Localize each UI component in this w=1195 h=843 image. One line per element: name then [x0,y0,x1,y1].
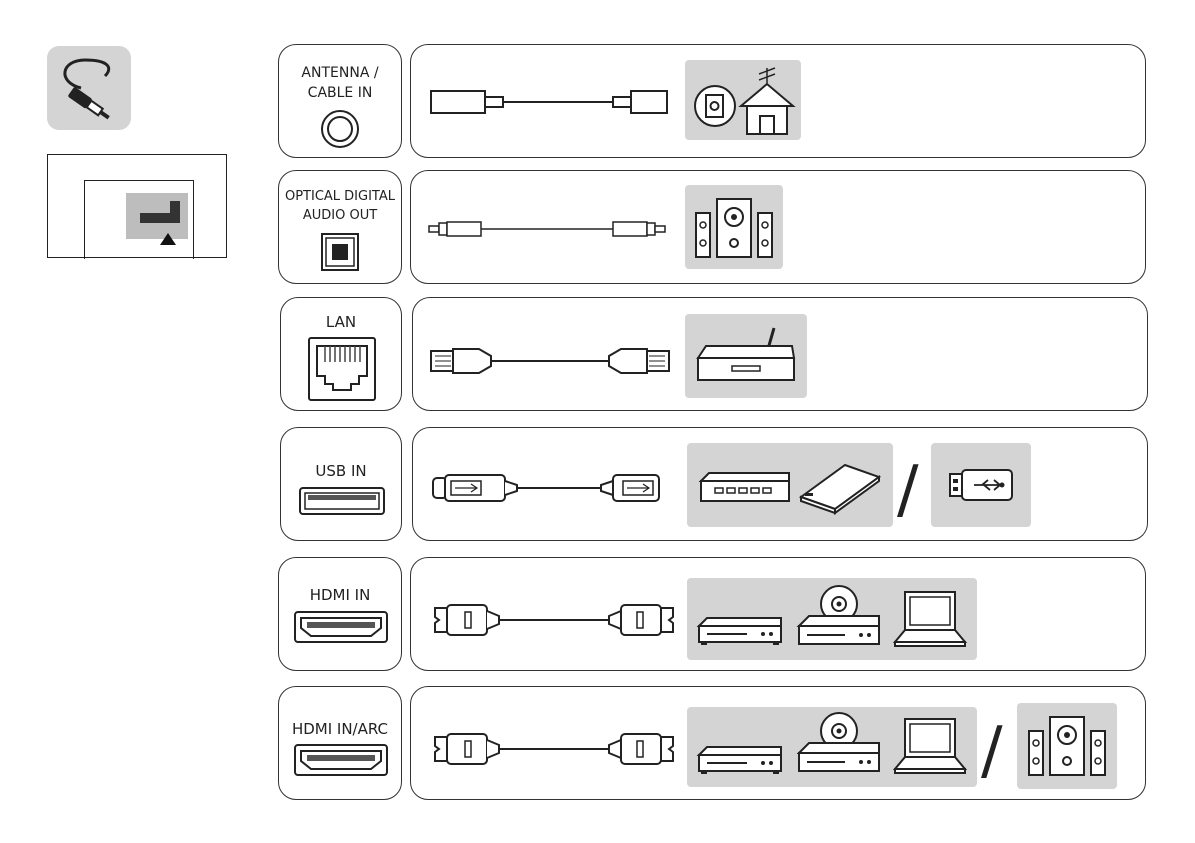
hdmi-cable-icon [433,603,677,637]
usb-separator-slash: / [897,458,919,522]
optical-cable-icon [427,219,667,239]
lan-devices-panel [685,314,807,398]
optical-jack-icon [320,232,360,272]
usb-hub-icon [699,471,791,505]
laptop-icon [893,590,967,648]
port-hdmi-arc-label: HDMI IN/ARC [279,719,401,739]
hdmi-jack-icon [293,610,389,644]
usb-jack-icon [298,486,386,516]
row-hdmi-arc: / [410,686,1146,800]
port-lan-label: LAN [281,312,401,332]
hdmi-devices-panel [687,578,977,660]
coax-cable-icon [429,87,669,117]
set-top-box-icon [697,616,783,646]
port-hdmi-arc[interactable]: HDMI IN/ARC [278,686,402,800]
port-usb-label: USB IN [281,461,401,481]
hdmi-arc-speaker-panel [1017,703,1117,789]
optical-devices-panel [685,185,783,269]
port-hdmi-label: HDMI IN [279,585,401,605]
row-antenna [410,44,1146,158]
cable-icon-tile [47,46,131,130]
port-antenna[interactable]: ANTENNA / CABLE IN [278,44,402,158]
cable-icon [47,46,131,130]
usb-stick-panel [931,443,1031,527]
set-top-box-icon [697,745,783,775]
disc-player-icon [797,711,881,775]
port-antenna-label-2: CABLE IN [279,83,401,103]
antenna-devices-panel [685,60,801,140]
wall-socket-icon [691,80,741,130]
lan-cable-icon [429,346,673,376]
port-optical-label-2: AUDIO OUT [279,206,401,226]
usb-stick-icon [948,468,1014,502]
port-area-shape [140,201,180,223]
port-hdmi[interactable]: HDMI IN [278,557,402,671]
router-icon [696,324,796,386]
usb-cable-icon [431,473,675,503]
port-lan[interactable]: LAN [280,297,402,411]
ethernet-jack-icon [307,336,377,402]
port-usb[interactable]: USB IN [280,427,402,541]
row-optical [410,170,1146,284]
external-hdd-icon [799,461,881,513]
hdmi-arc-devices-panel [687,707,977,787]
speaker-system-icon [1027,713,1107,779]
port-antenna-label-1: ANTENNA / [279,63,401,83]
hdmi-arc-separator-slash: / [981,719,1003,783]
usb-storage-panel [687,443,893,527]
disc-player-icon [797,584,881,648]
hdmi-arc-jack-icon [293,743,389,777]
row-lan [412,297,1148,411]
laptop-icon [893,717,967,775]
coax-jack-icon [320,109,360,149]
port-optical[interactable]: OPTICAL DIGITAL AUDIO OUT [278,170,402,284]
pointer-arrow-icon [160,233,176,245]
tv-back-panel-icon [47,154,227,258]
speaker-system-icon [694,195,774,261]
port-optical-label-1: OPTICAL DIGITAL [279,187,401,207]
row-hdmi [410,557,1146,671]
row-usb: / [412,427,1148,541]
hdmi-arc-cable-icon [433,732,677,766]
antenna-house-icon [737,66,797,136]
